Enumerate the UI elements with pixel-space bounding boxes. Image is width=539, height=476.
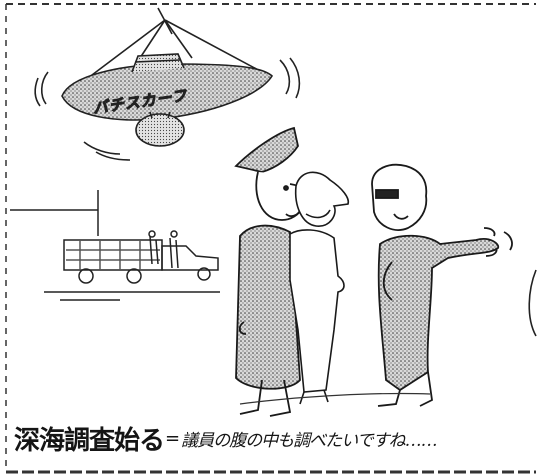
bathyscaphe: バチスカーフ [34,7,301,161]
caption-title: 深海調査始る [14,426,165,456]
dashed-frame [5,3,536,474]
caption: 深海調査始る=議員の腹の中も調べたいですね…… [14,420,534,460]
partial-figure [528,269,537,337]
man-with-cap [234,126,312,417]
caption-text: 議員の腹の中も調べたいですね…… [181,431,437,451]
ground-line [239,392,431,405]
caption-dash: = [165,428,181,449]
woman [289,171,350,405]
truck [10,190,220,301]
man-with-glasses [371,163,513,407]
